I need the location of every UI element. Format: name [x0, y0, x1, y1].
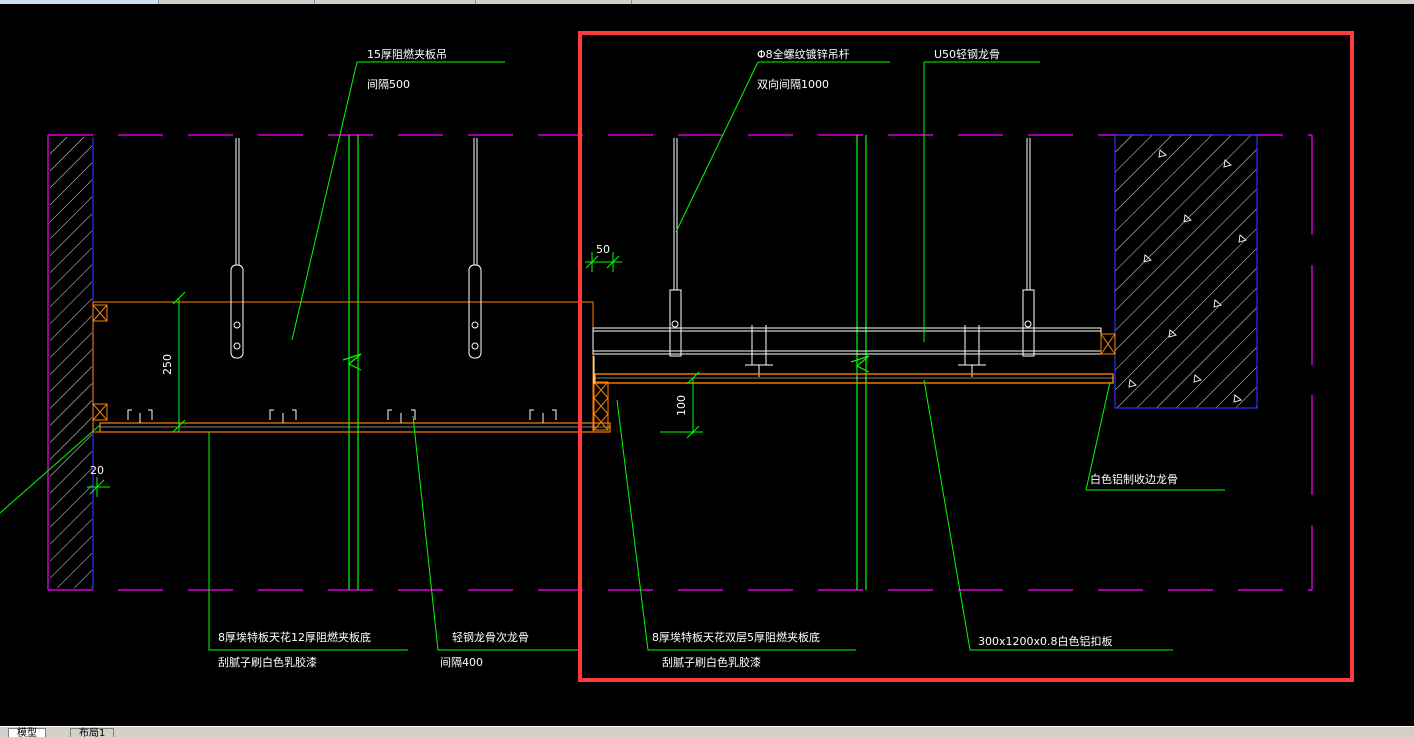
leader-lines — [0, 61, 1225, 651]
label-secondary-runner: 轻钢龙骨次龙骨 — [452, 630, 529, 644]
dimension-20: 20 — [90, 464, 104, 477]
section-break-lines — [342, 135, 870, 590]
dimension-250: 250 — [161, 354, 174, 375]
tab-layout1[interactable]: 布局1 — [70, 728, 115, 737]
label-plywood-hanger-spacing: 间隔500 — [367, 78, 410, 91]
left-wall-hatch — [50, 137, 94, 590]
toolbar-cell[interactable] — [476, 0, 632, 4]
label-paint-left: 刮腻子刷白色乳胶漆 — [218, 655, 317, 669]
right-column-hatch — [1114, 134, 1258, 409]
tab-model[interactable]: 模型 — [8, 728, 46, 737]
label-aluminum-panel: 300x1200x0.8白色铝扣板 — [978, 634, 1113, 648]
label-board-ceiling-left: 8厚埃特板天花12厚阻燃夹板底 — [218, 630, 371, 644]
top-toolbar-strip — [0, 0, 1414, 4]
highlight-box — [578, 31, 1354, 682]
aluminum-panel — [593, 356, 1114, 384]
dimension-lines — [87, 252, 703, 497]
left-ceiling-section — [92, 138, 611, 433]
layout-tab-strip: 模型 布局1 — [0, 726, 1414, 737]
label-paint-right: 刮腻子刷白色乳胶漆 — [662, 655, 761, 669]
dimension-50: 50 — [596, 243, 610, 256]
cad-drawing-canvas[interactable]: 15厚阻燃夹板吊 间隔500 Φ8全螺纹镀锌吊杆 双向间隔1000 U50轻钢龙… — [0, 4, 1414, 726]
label-threaded-rod-spacing: 双向间隔1000 — [757, 77, 829, 91]
dimension-100: 100 — [675, 395, 688, 416]
label-board-ceiling-right: 8厚埃特板天花双层5厚阻燃夹板底 — [652, 630, 820, 644]
label-plywood-hanger: 15厚阻燃夹板吊 — [367, 47, 447, 61]
label-secondary-runner-spacing: 间隔400 — [440, 656, 483, 669]
label-u50-runner: U50轻钢龙骨 — [934, 47, 1000, 61]
label-threaded-rod: Φ8全螺纹镀锌吊杆 — [757, 47, 850, 61]
label-edge-trim: 白色铝制收边龙骨 — [1090, 472, 1178, 486]
toolbar-cell[interactable] — [0, 0, 159, 4]
toolbar-cell[interactable] — [159, 0, 315, 4]
wall-boundary-lines — [47, 134, 1313, 591]
toolbar-cell[interactable] — [315, 0, 476, 4]
right-ceiling-section — [592, 138, 1116, 377]
